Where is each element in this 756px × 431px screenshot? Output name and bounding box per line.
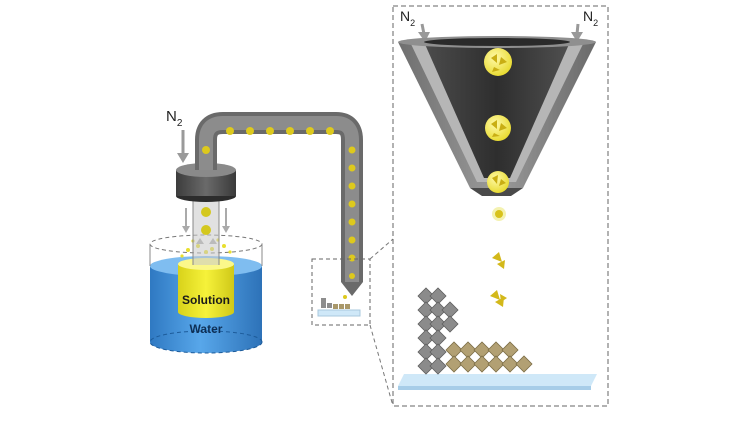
zoom-substrate — [398, 374, 597, 390]
particles-in-tube — [202, 127, 356, 279]
n2-subscript: 2 — [177, 118, 183, 129]
solution-cup: Solution — [178, 258, 234, 318]
deposited-crystals — [417, 287, 533, 375]
svg-text:N2: N2 — [583, 8, 598, 28]
transport-tube — [195, 112, 363, 296]
zoom-line-top — [369, 238, 394, 260]
zoom-n2-right-subscript: 2 — [593, 18, 598, 28]
svg-text:N2: N2 — [166, 108, 183, 129]
water-label: Water — [190, 322, 223, 336]
zoom-n2-right-label: N — [583, 8, 593, 24]
n2-label: N — [166, 108, 177, 125]
zoom-n2-right: N2 — [571, 8, 598, 42]
zoom-n2-left: N2 — [400, 8, 430, 42]
zoom-nozzle-cone — [398, 36, 596, 196]
solution-label: Solution — [182, 293, 230, 307]
zoom-n2-left-subscript: 2 — [410, 18, 415, 28]
zoom-source-box — [311, 258, 371, 326]
vertical-tube — [192, 195, 220, 265]
zoom-line-bottom — [369, 324, 394, 407]
n2-inlet-left: N2 — [166, 108, 189, 163]
zoom-n2-left-label: N — [400, 8, 410, 24]
zoom-droplets — [484, 48, 512, 307]
svg-text:N2: N2 — [400, 8, 415, 28]
